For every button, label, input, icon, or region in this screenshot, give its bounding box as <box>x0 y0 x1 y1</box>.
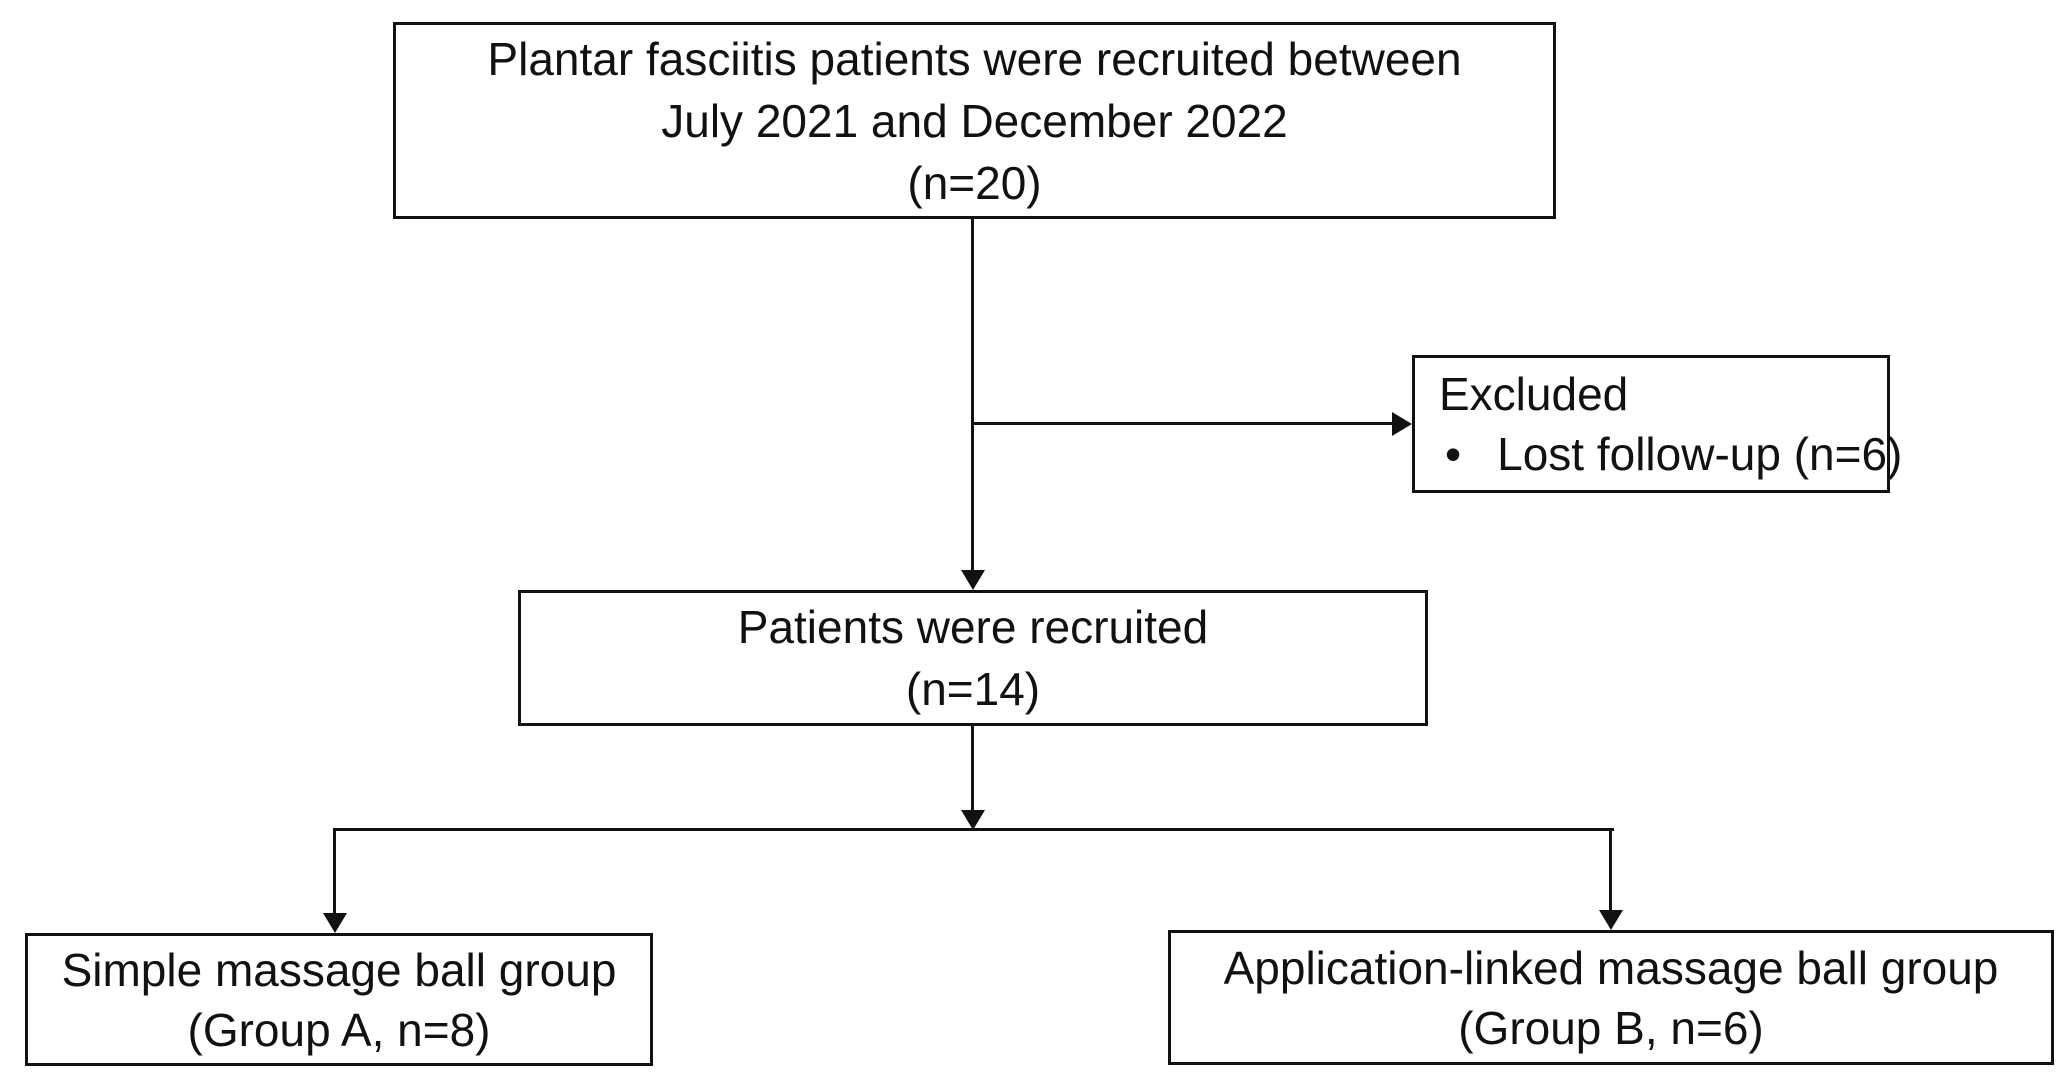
node-group-a-count: (Group A, n=8) <box>187 1003 491 1056</box>
bullet-marker: • <box>1445 428 1462 480</box>
node-recruited-count: (n=14) <box>905 663 1041 715</box>
node-group-a-line-1: Simple massage ball group <box>61 943 617 996</box>
connector-initial-to-recruited <box>971 219 974 572</box>
connector-branch-to-excluded <box>973 422 1392 425</box>
arrowhead-down-icon <box>323 913 347 933</box>
node-group-a: Simple massage ball group (Group A, n=8) <box>25 933 653 1066</box>
arrowhead-down-icon <box>961 810 985 830</box>
node-group-b-line-1: Application-linked massage ball group <box>1223 941 1999 994</box>
node-excluded-heading: Excluded <box>1439 368 1629 420</box>
node-group-b: Application-linked massage ball group (G… <box>1168 930 2054 1065</box>
node-excluded-item: • Lost follow-up (n=6) <box>1439 424 1902 484</box>
arrowhead-down-icon <box>1599 910 1623 930</box>
node-initial-line-2: July 2021 and December 2022 <box>661 94 1288 147</box>
node-group-b-count: (Group B, n=6) <box>1458 1001 1764 1054</box>
connector-split-line <box>333 828 1614 831</box>
connector-split-to-group-b <box>1609 828 1612 912</box>
node-excluded: Excluded • Lost follow-up (n=6) <box>1412 355 1902 493</box>
node-excluded-item-text: Lost follow-up (n=6) <box>1497 428 1903 480</box>
arrowhead-down-icon <box>961 570 985 590</box>
node-initial-line-1: Plantar fasciitis patients were recruite… <box>487 32 1462 85</box>
connector-recruited-to-split <box>971 726 974 812</box>
node-patients-recruited: Patients were recruited (n=14) <box>518 590 1428 726</box>
node-recruited-line-1: Patients were recruited <box>737 601 1209 653</box>
node-initial-count: (n=20) <box>907 156 1042 209</box>
arrowhead-right-icon <box>1392 412 1412 436</box>
node-initial-recruitment: Plantar fasciitis patients were recruite… <box>393 22 1556 219</box>
connector-split-to-group-a <box>333 828 336 915</box>
